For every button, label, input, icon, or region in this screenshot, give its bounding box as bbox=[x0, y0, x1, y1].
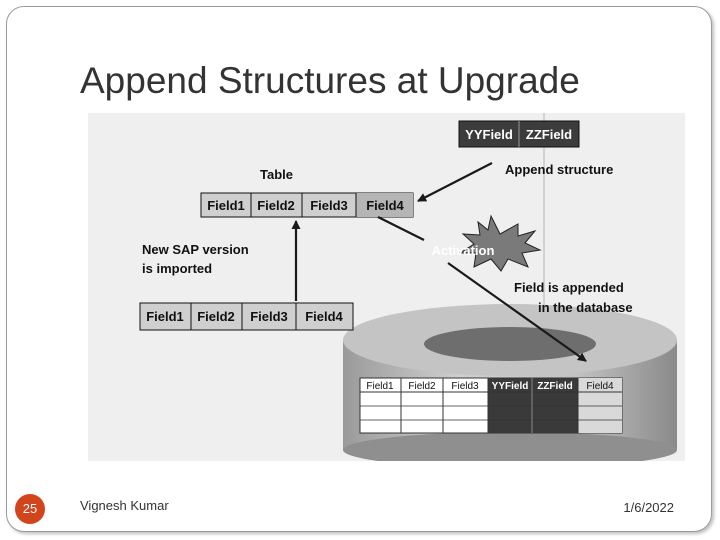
append-structure-box: YYField ZZField bbox=[458, 120, 580, 148]
new-sap-version-line-2: is imported bbox=[142, 261, 212, 276]
new-table-row: Field1 Field2 Field3 Field4 bbox=[200, 192, 414, 218]
new-table-field-4: Field4 bbox=[366, 198, 404, 213]
arrow-append-to-table bbox=[417, 162, 493, 202]
footer-date: 1/6/2022 bbox=[623, 500, 674, 515]
old-table-field-3: Field3 bbox=[250, 309, 288, 324]
slide-number-badge: 25 bbox=[15, 494, 45, 524]
old-table-row: Field1 Field2 Field3 Field4 bbox=[139, 302, 354, 331]
arrow-table-to-activation bbox=[377, 216, 425, 241]
footer-author: Vignesh Kumar bbox=[80, 498, 169, 513]
append-structure-label: Append structure bbox=[505, 162, 613, 177]
db-field-zz: ZZField bbox=[537, 381, 573, 392]
arrow-activation-to-db bbox=[447, 262, 587, 362]
old-table-field-4: Field4 bbox=[305, 309, 343, 324]
activation-label: Activation bbox=[432, 243, 495, 258]
append-field-yy: YYField bbox=[465, 127, 513, 142]
append-structure-diagram: Field1 Field2 Field3 YYField ZZField Fie… bbox=[88, 113, 685, 461]
append-field-zz: ZZField bbox=[526, 127, 572, 142]
old-table-field-1: Field1 bbox=[146, 309, 184, 324]
old-table-field-2: Field2 bbox=[197, 309, 235, 324]
activation-star: Activation bbox=[432, 214, 542, 272]
db-field-yy: YYField bbox=[492, 381, 529, 392]
db-field-2: Field2 bbox=[408, 381, 436, 392]
new-sap-version-line-1: New SAP version bbox=[142, 242, 249, 257]
db-field-3: Field3 bbox=[451, 381, 479, 392]
db-table: Field1 Field2 Field3 YYField ZZField Fie… bbox=[359, 377, 623, 434]
field-appended-line-2: in the database bbox=[538, 300, 633, 315]
table-label: Table bbox=[260, 167, 293, 182]
slide-frame bbox=[6, 6, 712, 532]
slide-title: Append Structures at Upgrade bbox=[80, 60, 580, 101]
field-appended-line-1: Field is appended bbox=[514, 280, 624, 295]
new-table-field-1: Field1 bbox=[207, 198, 245, 213]
new-table-field-3: Field3 bbox=[310, 198, 348, 213]
new-table-field-2: Field2 bbox=[257, 198, 295, 213]
db-field-4: Field4 bbox=[586, 381, 614, 392]
db-field-1: Field1 bbox=[366, 381, 394, 392]
